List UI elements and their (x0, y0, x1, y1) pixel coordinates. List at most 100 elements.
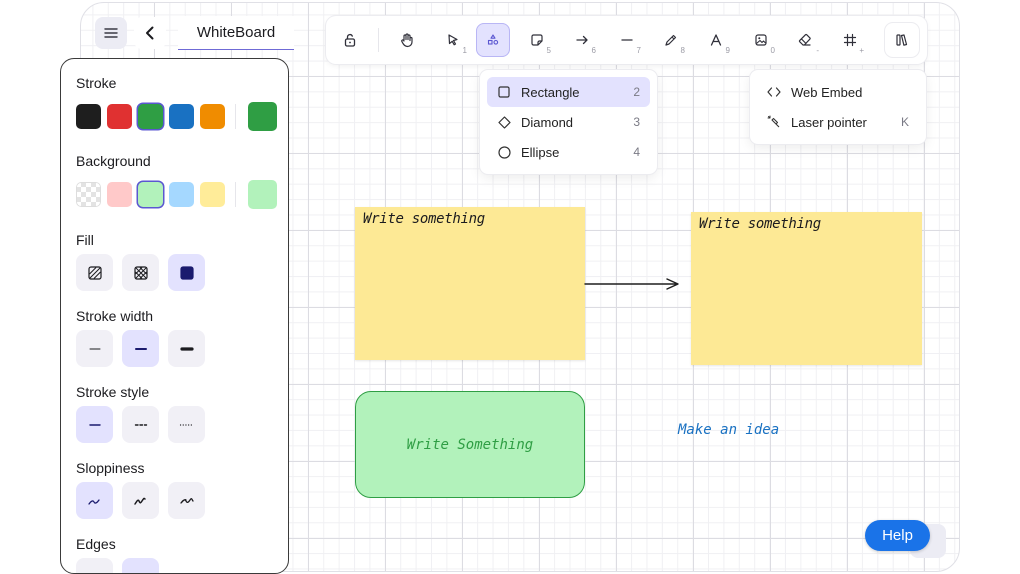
fill-solid-option[interactable] (168, 254, 205, 291)
chevron-left-icon (144, 26, 156, 40)
cross-hatch-fill-icon (134, 266, 148, 280)
sticky-note-shortcut: 5 (547, 46, 551, 55)
canvas-text[interactable]: Make an idea (678, 422, 779, 438)
shape-option-label: Diamond (521, 115, 573, 130)
frame-tool-button[interactable]: + (833, 23, 867, 57)
stroke-color-black[interactable] (76, 104, 101, 129)
sloppiness-architect-option[interactable] (76, 482, 113, 519)
background-current-color[interactable] (248, 180, 277, 209)
sticky-note[interactable]: Write something (355, 207, 585, 360)
line-icon (619, 32, 635, 48)
background-color-blue[interactable] (169, 182, 194, 207)
stroke-style-dotted-option[interactable] (168, 406, 205, 443)
stroke-width-thin-option[interactable] (76, 330, 113, 367)
fill-hachure-option[interactable] (76, 254, 113, 291)
board-title[interactable]: WhiteBoard (178, 16, 294, 50)
unlock-icon (342, 32, 358, 48)
web-embed-label: Web Embed (791, 85, 862, 100)
artist-stroke-icon (133, 494, 149, 508)
background-color-transparent[interactable] (76, 182, 101, 207)
extra-tools-dropdown: Web Embed Laser pointer K (750, 70, 926, 144)
arrow-shortcut: 6 (592, 46, 596, 55)
background-color-yellow[interactable] (200, 182, 225, 207)
rectangle-shape-text[interactable]: Write Something (407, 437, 533, 453)
draw-tool-button[interactable]: 8 (654, 23, 688, 57)
help-button[interactable]: Help (865, 520, 930, 551)
stroke-color-red[interactable] (107, 104, 132, 129)
library-icon (894, 32, 910, 48)
properties-panel: Stroke Background Fill Stroke width Stro… (60, 58, 289, 574)
stroke-style-solid-option[interactable] (76, 406, 113, 443)
hand-tool-button[interactable] (390, 23, 424, 57)
circle-icon (497, 145, 511, 159)
background-color-pink[interactable] (107, 182, 132, 207)
edges-round-option[interactable] (122, 558, 159, 574)
shape-option-rectangle[interactable]: Rectangle 2 (487, 77, 650, 107)
shape-option-diamond[interactable]: Diamond 3 (487, 107, 650, 137)
main-menu-button[interactable] (95, 17, 127, 49)
laser-pointer-option[interactable]: Laser pointer K (757, 107, 919, 137)
image-icon (753, 32, 769, 48)
sticky-note-tool-button[interactable]: 5 (520, 23, 554, 57)
dashed-line-icon (134, 418, 148, 432)
shape-option-label: Rectangle (521, 85, 580, 100)
shapes-icon (485, 32, 501, 48)
arrow-right-icon (574, 32, 590, 48)
text-tool-button[interactable]: 9 (699, 23, 733, 57)
main-toolbar: 1 5 6 7 8 9 0 - + (326, 16, 927, 64)
stroke-color-green[interactable] (138, 104, 163, 129)
shape-option-ellipse[interactable]: Ellipse 4 (487, 137, 650, 167)
background-section-title: Background (76, 153, 151, 169)
sticky-note[interactable]: Write something (691, 212, 922, 365)
arrow-tool-button[interactable]: 6 (565, 23, 599, 57)
rectangle-shape[interactable]: Write Something (355, 391, 585, 498)
toolbar-divider (378, 28, 379, 52)
eraser-tool-button[interactable]: - (788, 23, 822, 57)
code-icon (767, 85, 781, 99)
shape-option-shortcut: 4 (633, 145, 640, 159)
shapes-tool-button[interactable] (476, 23, 510, 57)
fill-section-title: Fill (76, 232, 94, 248)
selection-shortcut: 1 (463, 46, 467, 55)
dotted-line-icon (179, 418, 195, 432)
image-shortcut: 0 (771, 46, 775, 55)
edges-section-title: Edges (76, 536, 116, 552)
laser-pointer-label: Laser pointer (791, 115, 867, 130)
lock-tool-button[interactable] (333, 23, 367, 57)
line-tool-button[interactable]: 7 (610, 23, 644, 57)
sloppiness-cartoonist-option[interactable] (168, 482, 205, 519)
laser-icon (767, 115, 781, 129)
diamond-icon (497, 115, 511, 129)
stroke-color-blue[interactable] (169, 104, 194, 129)
stroke-style-dashed-option[interactable] (122, 406, 159, 443)
stroke-current-color[interactable] (248, 102, 277, 131)
solid-fill-icon (180, 266, 194, 280)
sticky-note-text[interactable]: Write something (363, 211, 485, 227)
frame-icon (842, 32, 858, 48)
connector-arrow[interactable] (583, 277, 683, 291)
sticky-note-text[interactable]: Write something (699, 216, 821, 232)
image-tool-button[interactable]: 0 (744, 23, 778, 57)
hand-icon (399, 32, 415, 48)
pencil-icon (663, 32, 679, 48)
selection-tool-button[interactable]: 1 (436, 23, 470, 57)
laser-pointer-shortcut: K (901, 115, 909, 129)
text-shortcut: 9 (726, 46, 730, 55)
fill-cross-hatch-option[interactable] (122, 254, 159, 291)
background-color-green[interactable] (138, 182, 163, 207)
stroke-width-bold-option[interactable] (122, 330, 159, 367)
back-button[interactable] (134, 17, 166, 49)
text-icon (708, 32, 724, 48)
eraser-icon (797, 32, 813, 48)
stroke-width-section-title: Stroke width (76, 308, 153, 324)
stroke-width-extra-bold-option[interactable] (168, 330, 205, 367)
shape-option-shortcut: 2 (633, 85, 640, 99)
library-button[interactable] (885, 23, 919, 57)
stroke-color-orange[interactable] (200, 104, 225, 129)
web-embed-option[interactable]: Web Embed (757, 77, 919, 107)
edges-sharp-option[interactable] (76, 558, 113, 574)
hachure-fill-icon (88, 266, 102, 280)
extra-bold-line-icon (180, 342, 194, 356)
shape-option-label: Ellipse (521, 145, 559, 160)
sloppiness-artist-option[interactable] (122, 482, 159, 519)
